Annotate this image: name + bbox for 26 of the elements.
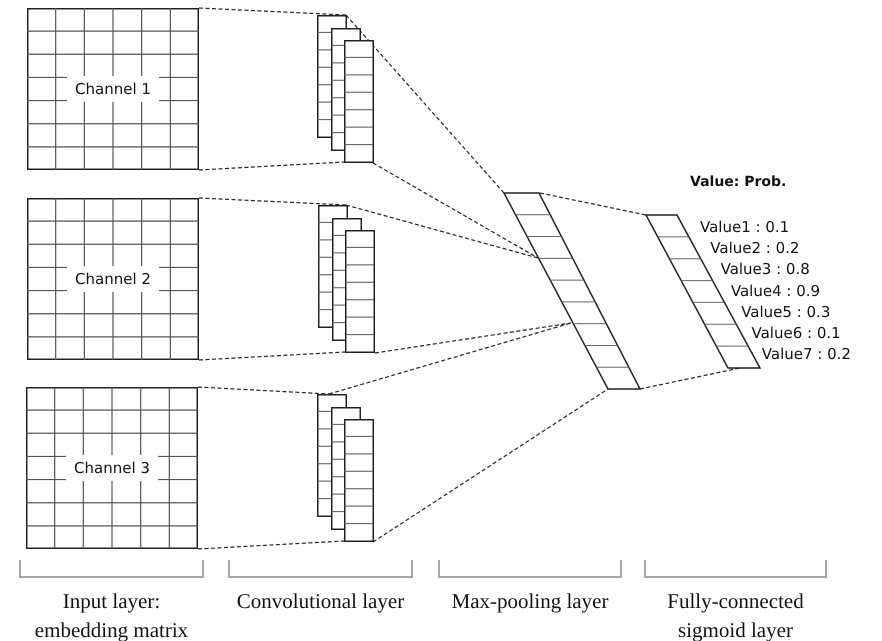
dashed-connector	[346, 14, 504, 194]
layer-caption: Max-pooling layer	[450, 588, 610, 615]
dashed-connector	[372, 388, 608, 542]
dashed-connector	[198, 540, 344, 550]
probability-value: Value7 : 0.2	[762, 345, 851, 364]
dashed-connector	[198, 386, 330, 395]
legend-heading: Value: Prob.	[690, 174, 786, 190]
dashed-connector	[328, 322, 572, 395]
dashed-connector	[198, 197, 346, 206]
probability-value: Value4 : 0.9	[730, 282, 820, 300]
dashed-connector	[540, 192, 646, 216]
probability-value: Value5 : 0.3	[741, 302, 830, 321]
channel-label: Channel 3	[66, 455, 158, 481]
probability-value: Value2 : 0.2	[710, 239, 800, 258]
dashed-connector	[372, 162, 538, 259]
probability-value: Value3 : 0.8	[720, 260, 810, 278]
dashed-connector	[198, 7, 346, 16]
channel-label: Channel 1	[67, 76, 159, 102]
probability-value: Value1 : 0.1	[700, 218, 790, 236]
dashed-connector	[346, 204, 538, 259]
dashed-connector	[198, 351, 346, 361]
dashed-connector	[198, 161, 344, 171]
channel-label: Channel 2	[67, 266, 159, 292]
layer-caption: Convolutional layer	[236, 588, 406, 615]
dashed-connector	[374, 322, 572, 354]
probability-value: Value6 : 0.1	[752, 324, 841, 342]
